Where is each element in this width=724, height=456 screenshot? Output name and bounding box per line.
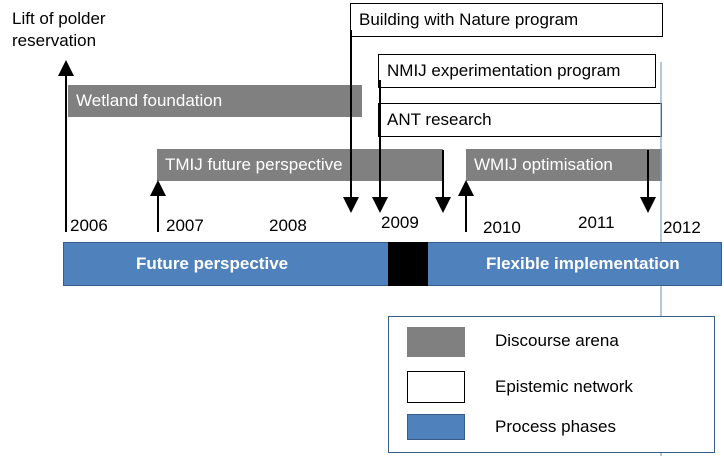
arena-label: TMIJ future perspective [165, 155, 343, 174]
legend-label-epistemic: Epistemic network [495, 377, 633, 396]
legend: Discourse arena Epistemic network Proces… [388, 316, 715, 453]
phase-transition-block [388, 242, 428, 286]
network-label: NMIJ experimentation program [387, 61, 621, 80]
arena-tmij-future-perspective: TMIJ future perspective [157, 149, 443, 181]
network-ant-research: ANT research [378, 103, 662, 137]
arena-label: WMIJ optimisation [474, 155, 613, 174]
arena-label: Wetland foundation [76, 91, 223, 110]
legend-swatch-discourse [407, 327, 465, 357]
year-label: 2011 [578, 213, 615, 232]
phase-flexible-implementation: Flexible implementation [486, 254, 680, 273]
year-label: 2009 [381, 213, 419, 232]
year-label: 2006 [70, 216, 108, 235]
polder-reservation-note: Lift of polder reservation [12, 9, 106, 50]
year-label: 2007 [166, 216, 204, 235]
legend-label-process: Process phases [495, 417, 616, 436]
legend-swatch-epistemic [407, 371, 465, 403]
year-label: 2012 [663, 218, 701, 237]
year-label: 2008 [269, 216, 307, 235]
arena-wetland-foundation: Wetland foundation [68, 85, 362, 117]
network-label: Building with Nature program [359, 10, 579, 29]
network-label: ANT research [387, 110, 492, 129]
network-building-with-nature: Building with Nature program [350, 3, 663, 37]
legend-swatch-process [407, 414, 465, 440]
network-nmij-experimentation: NMIJ experimentation program [378, 54, 656, 88]
legend-label-discourse: Discourse arena [495, 331, 619, 350]
arena-wmij-optimisation: WMIJ optimisation [466, 149, 662, 181]
phase-future-perspective: Future perspective [136, 254, 289, 273]
year-label: 2010 [483, 218, 521, 237]
